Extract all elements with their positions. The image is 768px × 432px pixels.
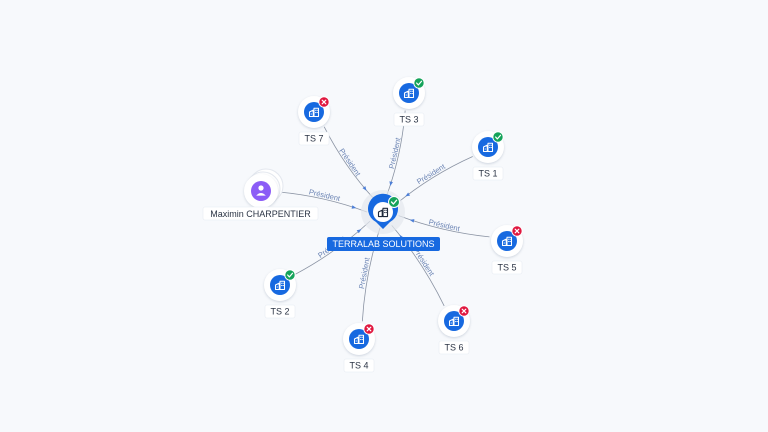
edge-line (391, 225, 445, 307)
node-label: TS 5 (497, 263, 516, 273)
status-active-icon (492, 131, 504, 143)
company-node-ts6[interactable]: TS 6 (438, 305, 470, 355)
node-label-box (264, 304, 296, 319)
node-label: TS 2 (270, 307, 289, 317)
edge-arrow (351, 205, 357, 209)
company-node-ts7[interactable]: TS 7 (298, 96, 330, 146)
status-inactive-icon (511, 225, 523, 237)
company-node-ts4[interactable]: TS 4 (343, 323, 375, 373)
edge-line (361, 227, 381, 322)
node-label-box (298, 131, 330, 146)
edge-arrow (362, 186, 367, 191)
edge-line (398, 215, 490, 238)
person-label: Maximin CHARPENTIER (210, 209, 311, 219)
edge-label: Président (337, 147, 363, 179)
status-active-icon (284, 269, 296, 281)
status-active-icon (413, 77, 425, 89)
center-node[interactable]: TERRALAB SOLUTIONS (327, 190, 440, 251)
edge-ts7[interactable]: Président (323, 126, 375, 200)
node-label: TS 1 (478, 169, 497, 179)
node-label: TS 7 (304, 134, 323, 144)
edge-label: Président (428, 217, 462, 233)
node-label: TS 6 (444, 343, 463, 353)
edge-label: Président (415, 161, 447, 186)
company-node-ts3[interactable]: TS 3 (393, 77, 425, 127)
person-label-box (202, 206, 319, 221)
edge-label: Président (308, 187, 342, 203)
center-label: TERRALAB SOLUTIONS (332, 239, 434, 249)
node-label-box (491, 260, 523, 275)
status-inactive-icon (363, 323, 375, 335)
status-inactive-icon (458, 305, 470, 317)
edge-line (278, 191, 368, 213)
node-label-box (343, 358, 375, 373)
edge-ts1[interactable]: Président (396, 156, 473, 204)
center-label-box (327, 237, 440, 251)
person-icon (256, 185, 266, 196)
node-label-box (472, 166, 504, 181)
status-inactive-icon (318, 96, 330, 108)
node-label: TS 3 (399, 115, 418, 125)
edge-arrow (356, 229, 362, 234)
company-node-ts2[interactable]: TS 2 (264, 269, 296, 319)
company-nodes: TS 7 TS 3 TS 1 TS 5 TS 6 TS 4 TS 2 (264, 77, 523, 373)
node-label-box (438, 340, 470, 355)
node-label: TS 4 (349, 361, 368, 371)
edge-ts5[interactable]: Président (398, 215, 490, 238)
edge-arrow (389, 181, 393, 186)
company-node-ts5[interactable]: TS 5 (491, 225, 523, 275)
edge-label: Président (387, 136, 403, 170)
building-icon (377, 207, 389, 218)
company-node-ts1[interactable]: TS 1 (472, 131, 504, 181)
edge-label: Président (357, 256, 372, 290)
edge-arrow (409, 219, 415, 223)
person-avatar (251, 181, 271, 201)
edge-line (396, 156, 473, 204)
status-active-badge (388, 196, 400, 208)
person-node[interactable]: Maximin CHARPENTIER (202, 168, 319, 221)
node-label-box (393, 112, 425, 127)
edge-arrow (405, 192, 411, 197)
